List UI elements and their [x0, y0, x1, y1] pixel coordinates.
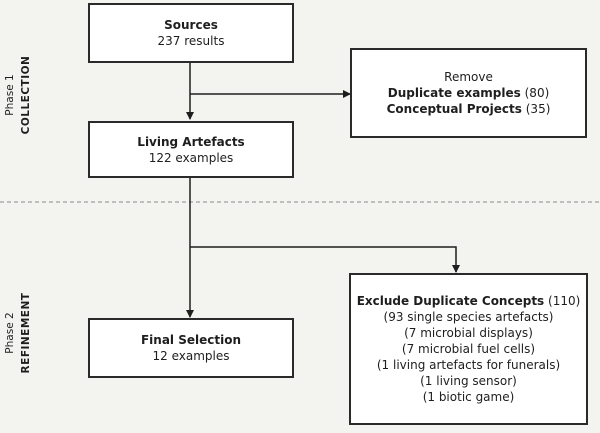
phase-2-number: Phase 2 [4, 312, 16, 354]
exclude-box: Exclude Duplicate Concepts (110) (93 sin… [349, 273, 588, 425]
living-artefacts-title: Living Artefacts [137, 134, 245, 149]
final-selection-title: Final Selection [140, 333, 242, 347]
exclude-item: (7 microbial fuel cells) [401, 342, 536, 356]
exclude-count: (110) [548, 294, 581, 308]
exclude-item: (93 single species artefacts) [383, 310, 554, 324]
arrow-to-exclude [190, 246, 460, 273]
remove-heading: Remove [444, 70, 493, 84]
remove-conceptual-count: (35) [525, 102, 551, 116]
remove-box: Remove Duplicate examples (80) Conceptua… [350, 48, 587, 138]
sources-box: Sources 237 results [88, 3, 294, 63]
exclude-item: (1 biotic game) [422, 390, 515, 404]
living-artefacts-count: 122 examples [148, 150, 234, 165]
phase-1-name: COLLECTION [20, 55, 32, 135]
phase-2-label: Phase 2 REFINEMENT [2, 263, 36, 403]
final-selection-box: Final Selection 12 examples [88, 318, 294, 378]
phase-1-number: Phase 1 [4, 74, 16, 116]
sources-count: 237 results [157, 34, 225, 48]
exclude-item: (1 living artefacts for funerals) [376, 358, 561, 372]
exclude-item: (1 living sensor) [420, 374, 517, 388]
phase-1-label: Phase 1 COLLECTION [2, 25, 36, 165]
exclude-title: Exclude Duplicate Concepts [356, 294, 545, 308]
phase-2-name: REFINEMENT [20, 292, 32, 374]
remove-duplicates-count: (80) [524, 86, 550, 100]
sources-title: Sources [164, 18, 218, 32]
exclude-item: (7 microbial displays) [404, 326, 533, 340]
final-selection-count: 12 examples [152, 349, 230, 363]
remove-duplicates-label: Duplicate examples [387, 86, 521, 100]
living-artefacts-box: Living Artefacts 122 examples [88, 121, 294, 178]
remove-conceptual-label: Conceptual Projects [386, 102, 522, 116]
